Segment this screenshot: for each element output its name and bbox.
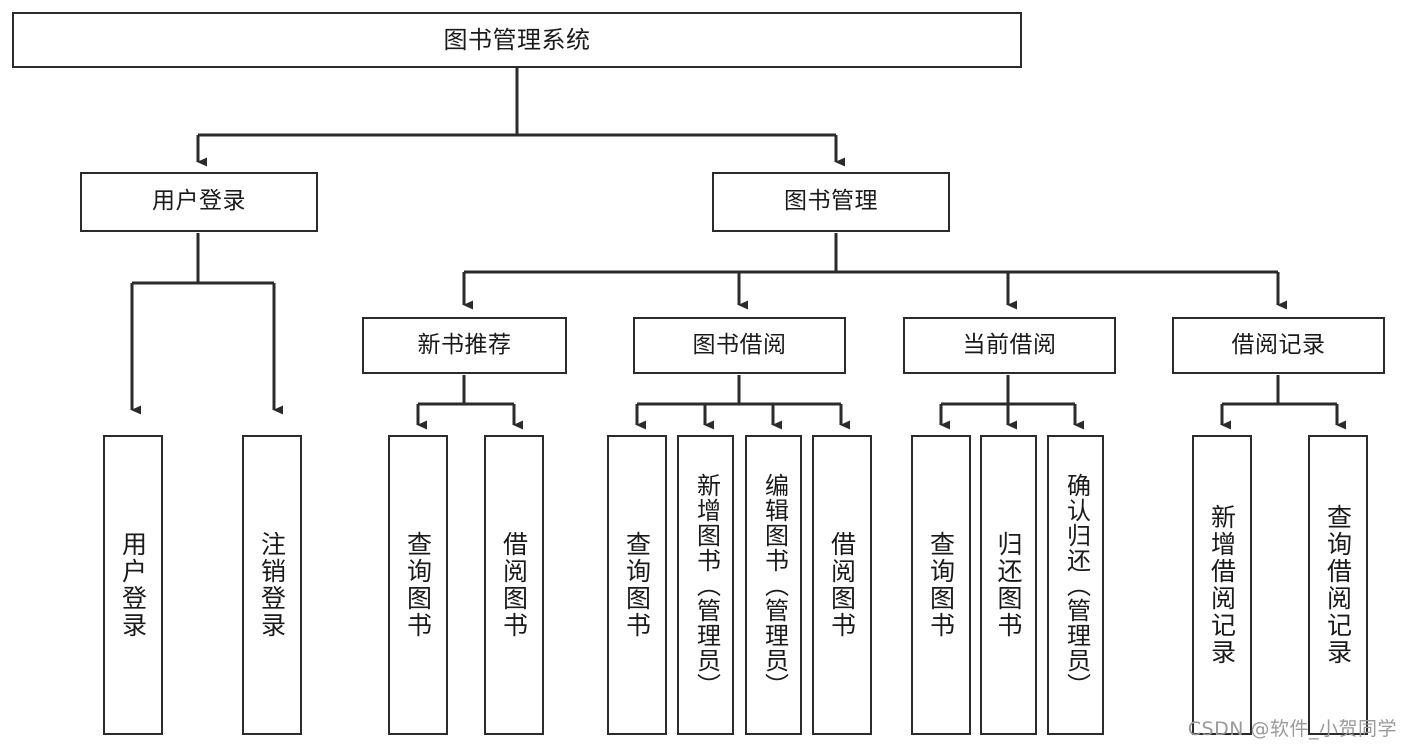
node-label: 借阅图书 [827, 531, 857, 639]
node-book-borrow[interactable]: 图书借阅 [633, 317, 846, 374]
node-label: 图书借阅 [692, 331, 787, 358]
leaf-query-borrow-record[interactable]: 查询借阅记录 [1308, 435, 1368, 735]
leaf-edit-book-admin[interactable]: 编辑图书（管理员） [745, 435, 802, 735]
leaf-confirm-return-admin[interactable]: 确认归还（管理员） [1047, 435, 1104, 735]
node-label: 新书推荐 [417, 331, 512, 358]
node-label: 图书管理 [784, 188, 878, 215]
node-label: 当前借阅 [962, 331, 1057, 358]
node-label: 借阅图书 [499, 531, 529, 639]
leaf-user-login[interactable]: 用户登录 [103, 435, 163, 735]
leaf-query-book-new-book[interactable]: 查询图书 [388, 435, 448, 735]
node-label: 用户登录 [152, 188, 246, 215]
node-label: 编辑图书（管理员） [760, 472, 789, 698]
node-label: 查询借阅记录 [1323, 504, 1353, 666]
node-label: 新增图书（管理员） [692, 472, 721, 698]
node-label: 注销登录 [257, 531, 287, 639]
node-root-book-management-system[interactable]: 图书管理系统 [12, 12, 1022, 68]
node-label: 查询图书 [403, 531, 433, 639]
node-new-book-recommend[interactable]: 新书推荐 [362, 317, 567, 374]
leaf-borrow-book-new-book[interactable]: 借阅图书 [484, 435, 544, 735]
node-label: 查询图书 [622, 531, 652, 639]
node-label: 确认归还（管理员） [1062, 472, 1091, 698]
leaf-borrow-book-borrow[interactable]: 借阅图书 [812, 435, 872, 735]
node-label: 新增借阅记录 [1207, 504, 1237, 666]
node-label: 查询图书 [926, 531, 956, 639]
leaf-query-book-current[interactable]: 查询图书 [911, 435, 971, 735]
node-label: 借阅记录 [1231, 331, 1326, 358]
node-label: 归还图书 [994, 531, 1023, 639]
leaf-return-book[interactable]: 归还图书 [980, 435, 1037, 735]
node-book-manage[interactable]: 图书管理 [712, 172, 950, 232]
leaf-query-book-borrow[interactable]: 查询图书 [607, 435, 667, 735]
node-label: 图书管理系统 [443, 25, 591, 54]
node-label: 用户登录 [118, 531, 148, 639]
leaf-add-borrow-record[interactable]: 新增借阅记录 [1192, 435, 1252, 735]
node-user-login[interactable]: 用户登录 [80, 172, 318, 232]
node-borrow-record[interactable]: 借阅记录 [1172, 317, 1385, 374]
csdn-watermark: CSDN @软件_小贺同学 [1187, 718, 1397, 740]
node-current-borrow[interactable]: 当前借阅 [903, 317, 1116, 374]
leaf-add-book-admin[interactable]: 新增图书（管理员） [677, 435, 734, 735]
leaf-logout-login[interactable]: 注销登录 [242, 435, 302, 735]
